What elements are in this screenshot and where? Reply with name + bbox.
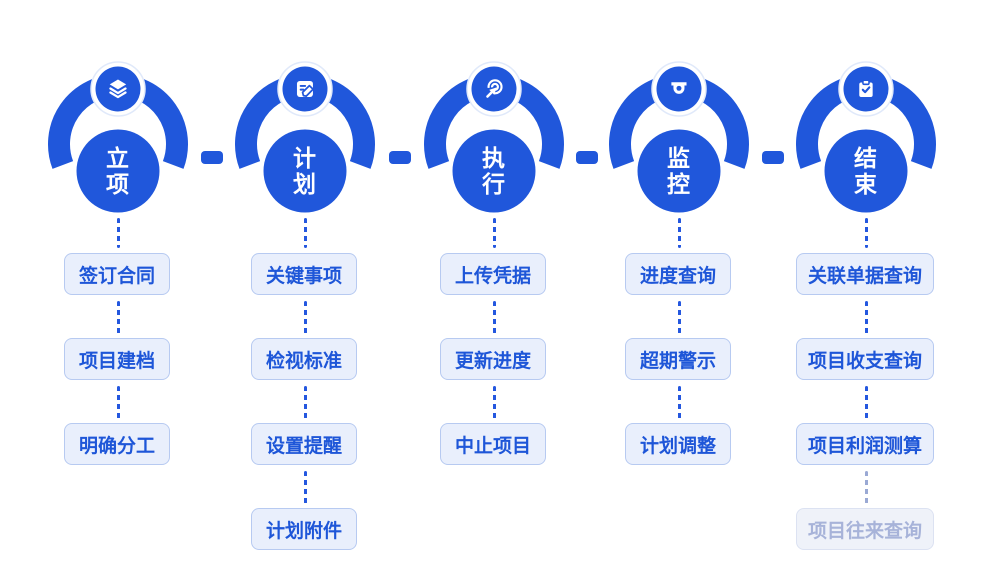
dotted-connector bbox=[864, 218, 868, 248]
dotted-connector bbox=[864, 386, 868, 419]
dotted-connector bbox=[303, 301, 307, 334]
monitor-camera-icon bbox=[671, 82, 687, 94]
stage-head-plan bbox=[235, 61, 375, 213]
edit-document-icon bbox=[296, 80, 314, 97]
stage-column-execute: 执行 上传凭据 更新进度 中止项目 bbox=[409, 55, 579, 565]
item-project-filing[interactable]: 项目建档 bbox=[64, 338, 170, 380]
stage-column-plan: 计划 关键事项 检视标准 设置提醒 计划附件 bbox=[220, 55, 390, 565]
item-sign-contract[interactable]: 签订合同 bbox=[64, 253, 170, 295]
item-upload-voucher[interactable]: 上传凭据 bbox=[440, 253, 546, 295]
dotted-connector bbox=[303, 218, 307, 248]
dotted-connector bbox=[116, 218, 120, 248]
item-overdue-warning[interactable]: 超期警示 bbox=[625, 338, 731, 380]
dotted-connector bbox=[677, 301, 681, 334]
item-set-reminder[interactable]: 设置提醒 bbox=[251, 423, 357, 465]
dotted-connector bbox=[303, 386, 307, 419]
stage-circle bbox=[637, 129, 721, 213]
item-plan-adjust[interactable]: 计划调整 bbox=[625, 423, 731, 465]
stage-head-finish bbox=[796, 61, 936, 213]
item-abort-project[interactable]: 中止项目 bbox=[440, 423, 546, 465]
stage-column-initiation: 立项 签订合同 项目建档 明确分工 bbox=[33, 55, 203, 565]
stage-gap-dash bbox=[575, 151, 598, 164]
stage-circle bbox=[452, 129, 536, 213]
stage-column-monitor: 监控 进度查询 超期警示 计划调整 bbox=[594, 55, 764, 565]
dotted-connector bbox=[677, 218, 681, 248]
item-plan-attachment[interactable]: 计划附件 bbox=[251, 508, 357, 550]
dotted-connector bbox=[492, 218, 496, 248]
dotted-connector bbox=[116, 301, 120, 334]
dotted-connector bbox=[116, 386, 120, 419]
stage-circle bbox=[76, 129, 160, 213]
click-target-icon bbox=[486, 79, 503, 98]
stage-column-finish: 结束 关联单据查询 项目收支查询 项目利润测算 项目往来查询 bbox=[781, 55, 951, 565]
layers-icon bbox=[109, 79, 127, 99]
stage-title: 执行 bbox=[482, 145, 506, 197]
dotted-connector bbox=[492, 386, 496, 419]
dotted-connector bbox=[492, 301, 496, 334]
item-transactions-query: 项目往来查询 bbox=[796, 508, 934, 550]
dotted-connector-disabled bbox=[864, 471, 868, 504]
item-income-expense-query[interactable]: 项目收支查询 bbox=[796, 338, 934, 380]
stage-circle bbox=[824, 129, 908, 213]
stage-head-initiation bbox=[48, 61, 188, 213]
stage-title: 计划 bbox=[293, 145, 317, 197]
stage-head-execute bbox=[424, 61, 564, 213]
clipboard-check-icon bbox=[859, 79, 873, 97]
stage-gap-dash bbox=[761, 151, 784, 164]
stage-circle bbox=[263, 129, 347, 213]
dotted-connector bbox=[303, 471, 307, 504]
dotted-connector bbox=[677, 386, 681, 419]
stage-head-monitor bbox=[609, 61, 749, 213]
stage-title: 监控 bbox=[667, 145, 691, 197]
item-profit-estimate[interactable]: 项目利润测算 bbox=[796, 423, 934, 465]
stage-gap-dash bbox=[388, 151, 411, 164]
stage-title: 结束 bbox=[854, 145, 878, 197]
item-related-docs-query[interactable]: 关联单据查询 bbox=[796, 253, 934, 295]
item-review-standard[interactable]: 检视标准 bbox=[251, 338, 357, 380]
item-progress-query[interactable]: 进度查询 bbox=[625, 253, 731, 295]
item-clarify-division[interactable]: 明确分工 bbox=[64, 423, 170, 465]
item-key-matters[interactable]: 关键事项 bbox=[251, 253, 357, 295]
stage-gap-dash bbox=[200, 151, 223, 164]
dotted-connector bbox=[864, 301, 868, 334]
item-update-progress[interactable]: 更新进度 bbox=[440, 338, 546, 380]
stage-title: 立项 bbox=[106, 145, 130, 197]
